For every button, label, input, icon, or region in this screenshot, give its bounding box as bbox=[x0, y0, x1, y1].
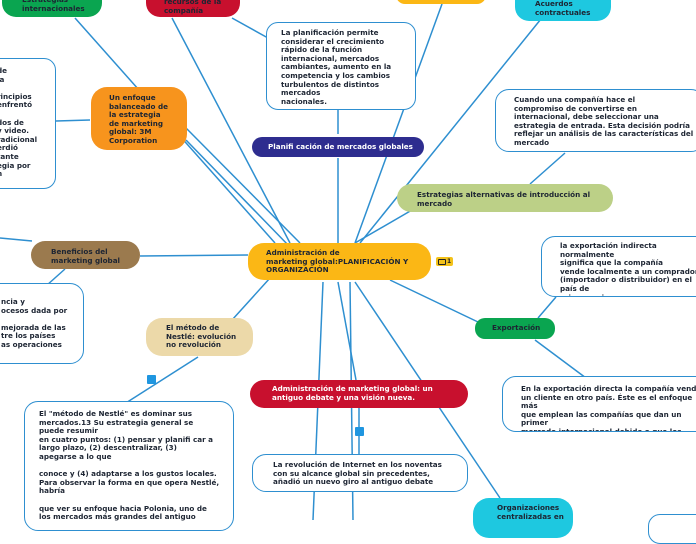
left-description-mid[interactable]: ncia y ocesos dada por mejorada de las t… bbox=[0, 283, 84, 364]
node-top-yellow[interactable] bbox=[396, 0, 486, 4]
note-count: 1 bbox=[447, 258, 452, 265]
expand-handle-debate[interactable] bbox=[355, 427, 364, 436]
internet-revolution-description[interactable]: La revolución de Internet en los noventa… bbox=[252, 454, 468, 492]
node-acuerdos-contractuales[interactable]: Acuerdos contractuales bbox=[515, 0, 611, 21]
node-beneficios-marketing-global[interactable]: Beneficios del marketing global bbox=[31, 241, 140, 269]
bottom-right-description[interactable] bbox=[648, 514, 696, 544]
note-icon bbox=[438, 258, 446, 265]
node-estrategias-introduccion-mercado[interactable]: Estrategias alternativas de introducción… bbox=[397, 184, 613, 212]
left-description-top[interactable]: de ía rincipios enfrentó dos de y video.… bbox=[0, 58, 56, 189]
node-exportacion[interactable]: Exportación bbox=[475, 318, 555, 339]
node-central-topic[interactable]: Administración de marketing global:PLANI… bbox=[248, 243, 431, 280]
node-estrategias-internacionales[interactable]: Estrategias internacionales bbox=[2, 0, 102, 17]
expand-handle-nestle[interactable] bbox=[147, 375, 156, 384]
indirect-export-description[interactable]: la exportación indirecta normalmente sig… bbox=[541, 236, 696, 297]
node-metodo-nestle[interactable]: El método de Nestlé: evolución no revolu… bbox=[146, 318, 253, 356]
node-organizaciones-centralizadas[interactable]: Organizaciones centralizadas en bbox=[473, 498, 573, 538]
node-planificacion-mercados-globales[interactable]: Planifi cación de mercados globales bbox=[252, 137, 424, 157]
entry-strategy-description[interactable]: Cuando una compañía hace el compromiso d… bbox=[495, 89, 696, 152]
node-antiguo-debate-vision-nueva[interactable]: Administración de marketing global: un a… bbox=[250, 380, 468, 408]
node-enfoque-balanceado-3m[interactable]: Un enfoque balanceado de la estrategia d… bbox=[91, 87, 187, 150]
note-badge[interactable]: 1 bbox=[436, 257, 454, 266]
planning-description[interactable]: La planificación permite considerar el c… bbox=[266, 22, 416, 110]
direct-export-description[interactable]: En la exportación directa la compañía ve… bbox=[502, 376, 696, 432]
nestle-description[interactable]: El "método de Nestlé" es dominar sus mer… bbox=[24, 401, 234, 531]
node-recursos-compania[interactable]: recursos de la compañía bbox=[146, 0, 240, 17]
